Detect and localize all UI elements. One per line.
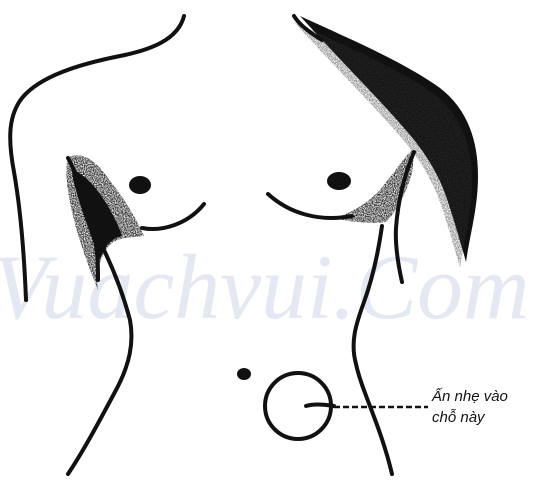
right-nipple xyxy=(327,172,351,190)
annotation-label: Ấn nhẹ vào chỗ này xyxy=(432,386,508,428)
annotation-line-1: Ấn nhẹ vào xyxy=(432,386,508,407)
left-breast-curve xyxy=(142,204,204,229)
right-breast-curve xyxy=(268,194,352,218)
navel-dot xyxy=(237,368,251,380)
watermark-text: Vuachvui.Com xyxy=(0,236,529,338)
annotation-line-2: chỗ này xyxy=(432,407,508,428)
left-nipple xyxy=(129,176,151,194)
palpation-marker xyxy=(306,405,334,407)
